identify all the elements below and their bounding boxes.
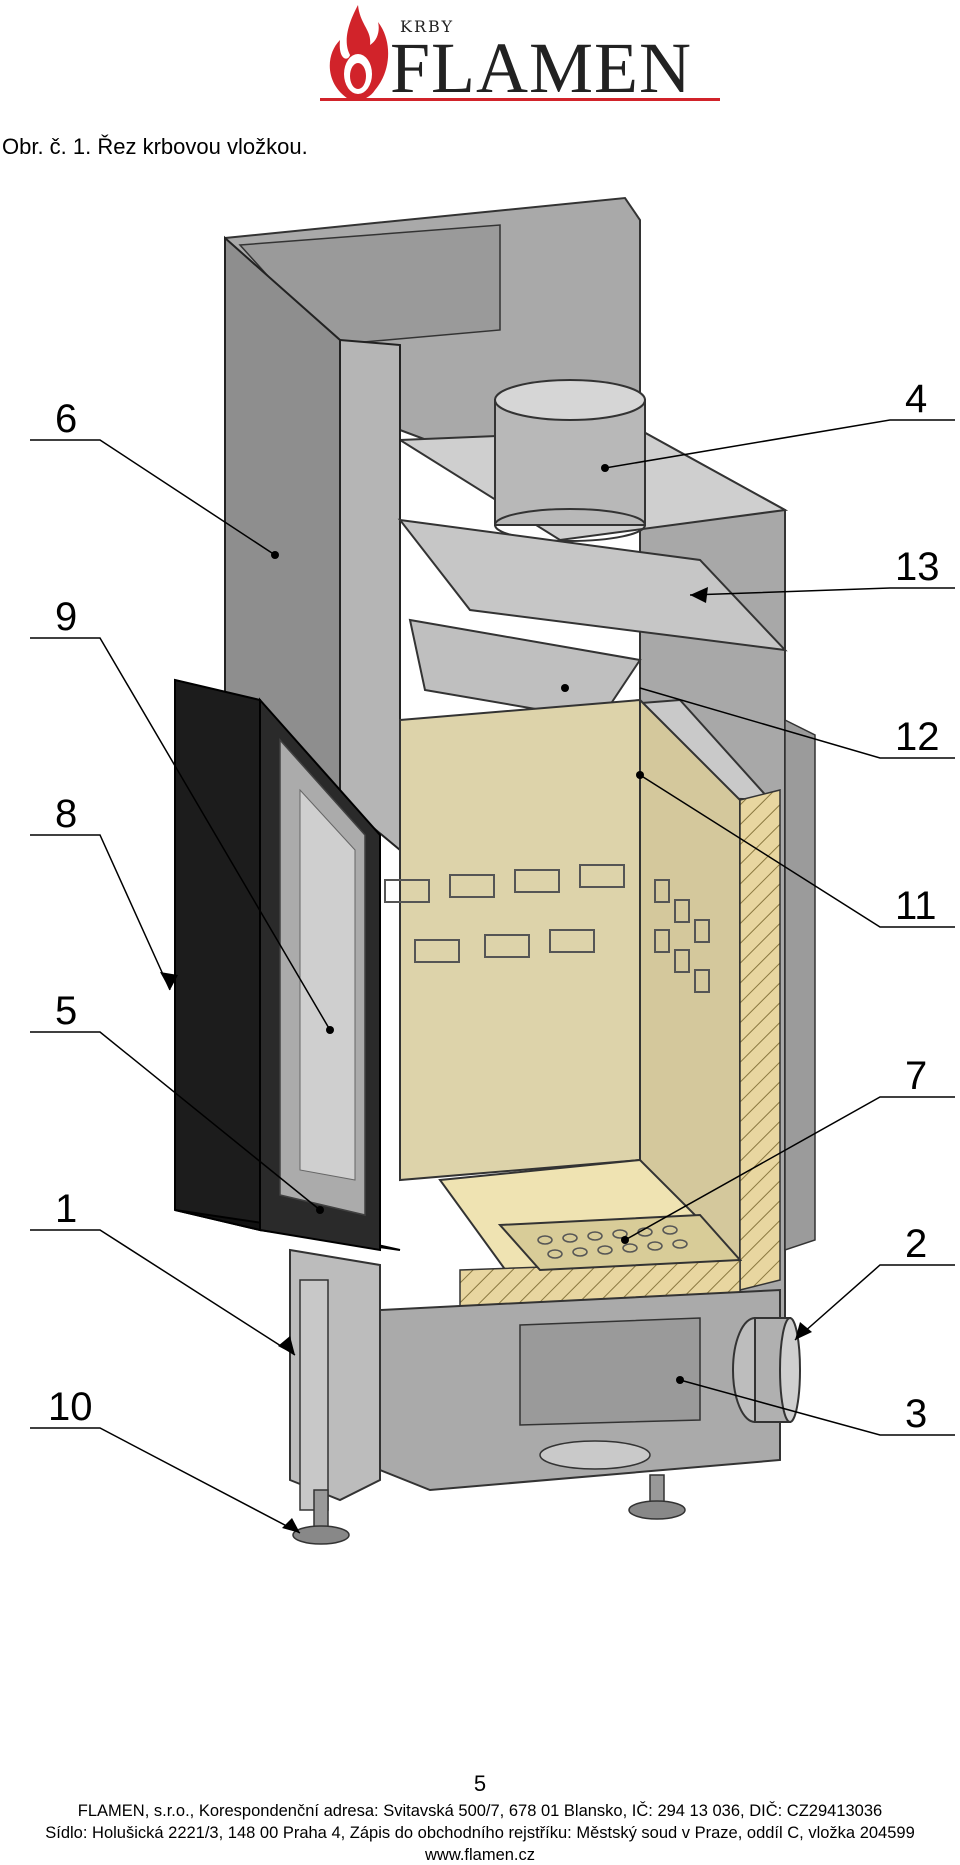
- callout-13: 13: [895, 545, 940, 589]
- callout-11: 11: [895, 884, 937, 928]
- callout-6: 6: [55, 397, 77, 441]
- callout-4: 4: [905, 377, 927, 421]
- callout-1: 1: [55, 1187, 77, 1231]
- flamen-logo: KRBY FLAMEN: [320, 5, 720, 108]
- page-number: 5: [473, 1771, 487, 1796]
- callout-5: 5: [55, 989, 77, 1033]
- footer-website[interactable]: www.flamen.cz: [424, 1846, 536, 1864]
- callout-12: 12: [895, 715, 940, 759]
- logo-brand: FLAMEN: [390, 28, 692, 108]
- callout-3: 3: [905, 1392, 927, 1436]
- callout-9: 9: [55, 595, 77, 639]
- logo-small-text: KRBY: [400, 17, 454, 36]
- fireplace-insert-drawing: 6 9 8 5 1 10 4 13 12 11 7 2 3: [30, 196, 955, 1545]
- flame-icon: [329, 5, 389, 101]
- callout-7: 7: [905, 1054, 927, 1098]
- footer-line-1: FLAMEN, s.r.o., Korespondenční adresa: S…: [77, 1802, 883, 1820]
- callout-10: 10: [48, 1385, 93, 1429]
- callout-8: 8: [55, 792, 77, 836]
- footer-line-2: Sídlo: Holušická 2221/3, 148 00 Praha 4,…: [45, 1824, 915, 1842]
- figure-caption: Obr. č. 1. Řez krbovou vložkou.: [2, 134, 308, 159]
- callout-2: 2: [905, 1222, 927, 1266]
